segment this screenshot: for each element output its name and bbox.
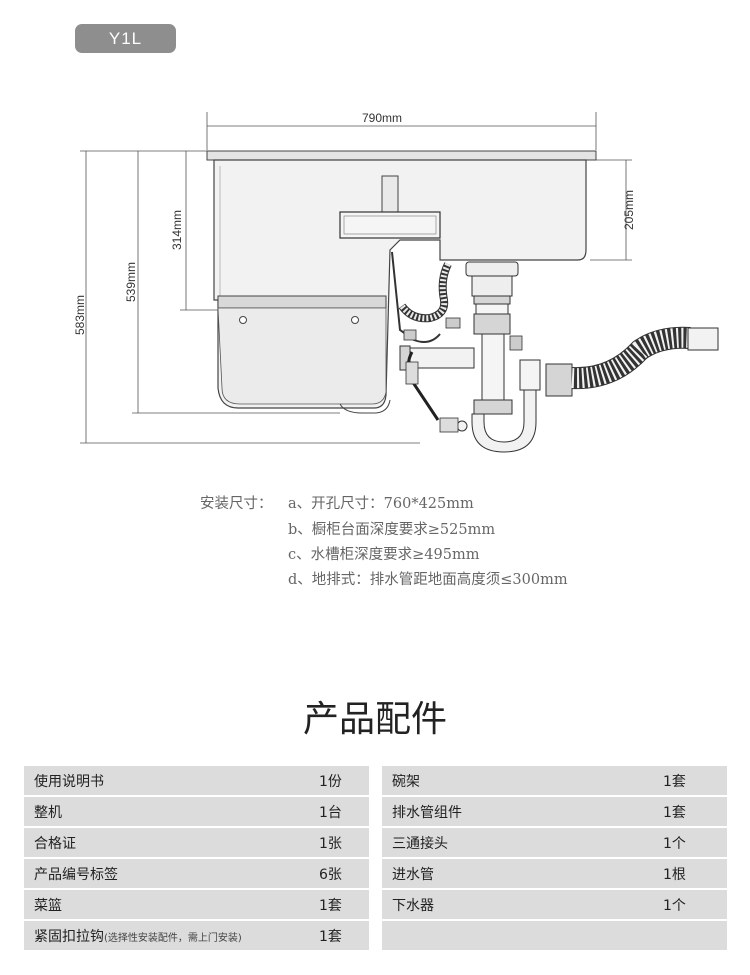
inlet-hose [405, 351, 468, 433]
table-row: 产品编号标签 6张 [24, 859, 369, 888]
accessory-qty: 1套 [663, 773, 686, 790]
side-hose [391, 251, 523, 351]
sink-bracket [339, 175, 441, 239]
depth-sink-label: 205mm [622, 190, 636, 230]
depth-total-label: 583mm [73, 295, 87, 335]
drain-assembly [399, 261, 573, 453]
accessory-qty: 1张 [319, 835, 342, 852]
accessory-name: 碗架 [392, 773, 420, 790]
table-row: 下水器 1个 [382, 890, 727, 919]
accessory-qty: 1套 [319, 897, 342, 914]
table-row: 碗架 1套 [382, 766, 727, 795]
accessory-qty: 1台 [319, 804, 342, 821]
accessory-name: 整机 [34, 804, 62, 821]
accessory-name: 进水管 [392, 866, 434, 883]
height-dimensions [80, 150, 632, 444]
accessory-name: 产品编号标签 [34, 866, 118, 883]
install-item-c: c、水槽柜深度要求≥495mm [288, 547, 480, 563]
table-row: 三通接头 1个 [382, 828, 727, 857]
install-item-d: d、地排式：排水管距地面高度须≤300mm [288, 572, 568, 588]
accessories-title: 产品配件 [302, 699, 447, 740]
table-row: 进水管 1根 [382, 859, 727, 888]
install-item-b: b、橱柜台面深度要求≥525mm [288, 522, 496, 538]
installation-drawing: 790mm 583mm 539mm 314mm 205mm [73, 111, 719, 453]
accessory-qty: 1套 [319, 928, 342, 945]
accessory-name: 三通接头 [392, 835, 448, 852]
accessory-name: 下水器 [392, 897, 434, 914]
accessory-name: 菜篮 [34, 897, 62, 914]
model-badge: Y1L [75, 24, 176, 53]
accessories-table-left: 使用说明书 1份 整机 1台 合格证 1张 产品编号标签 6张 菜篮 1套 紧固… [24, 766, 369, 952]
table-row: 使用说明书 1份 [24, 766, 369, 795]
accessory-qty: 1套 [663, 804, 686, 821]
table-row: 菜篮 1套 [24, 890, 369, 919]
table-row: 整机 1台 [24, 797, 369, 826]
width-label: 790mm [362, 111, 402, 125]
depth-upper-label: 314mm [170, 210, 184, 250]
accessory-qty: 6张 [319, 866, 342, 883]
accessory-name: 排水管组件 [392, 804, 462, 821]
model-label: Y1L [108, 28, 143, 48]
accessory-name: 紧固扣拉钩(选择性安装配件，需上门安装) [34, 928, 242, 945]
install-item-a: a、开孔尺寸：760*425mm [288, 496, 474, 512]
accessory-qty: 1份 [319, 773, 342, 790]
accessories-table-right: 碗架 1套 排水管组件 1套 三通接头 1个 进水管 1根 下水器 1个 [382, 766, 727, 952]
table-row [382, 921, 727, 950]
width-dimension [206, 112, 597, 150]
accessory-name: 使用说明书 [34, 773, 104, 790]
install-label: 安装尺寸： [200, 496, 273, 512]
dishwasher-tank [213, 159, 587, 414]
accessory-qty: 1根 [663, 866, 686, 883]
depth-body-label: 539mm [124, 262, 138, 302]
accessory-qty: 1个 [663, 835, 686, 852]
accessory-name: 合格证 [34, 835, 76, 852]
table-row: 合格证 1张 [24, 828, 369, 857]
drain-hose [571, 326, 719, 390]
table-row: 排水管组件 1套 [382, 797, 727, 826]
accessory-qty: 1个 [663, 897, 686, 914]
table-row: 紧固扣拉钩(选择性安装配件，需上门安装) 1套 [24, 921, 369, 950]
